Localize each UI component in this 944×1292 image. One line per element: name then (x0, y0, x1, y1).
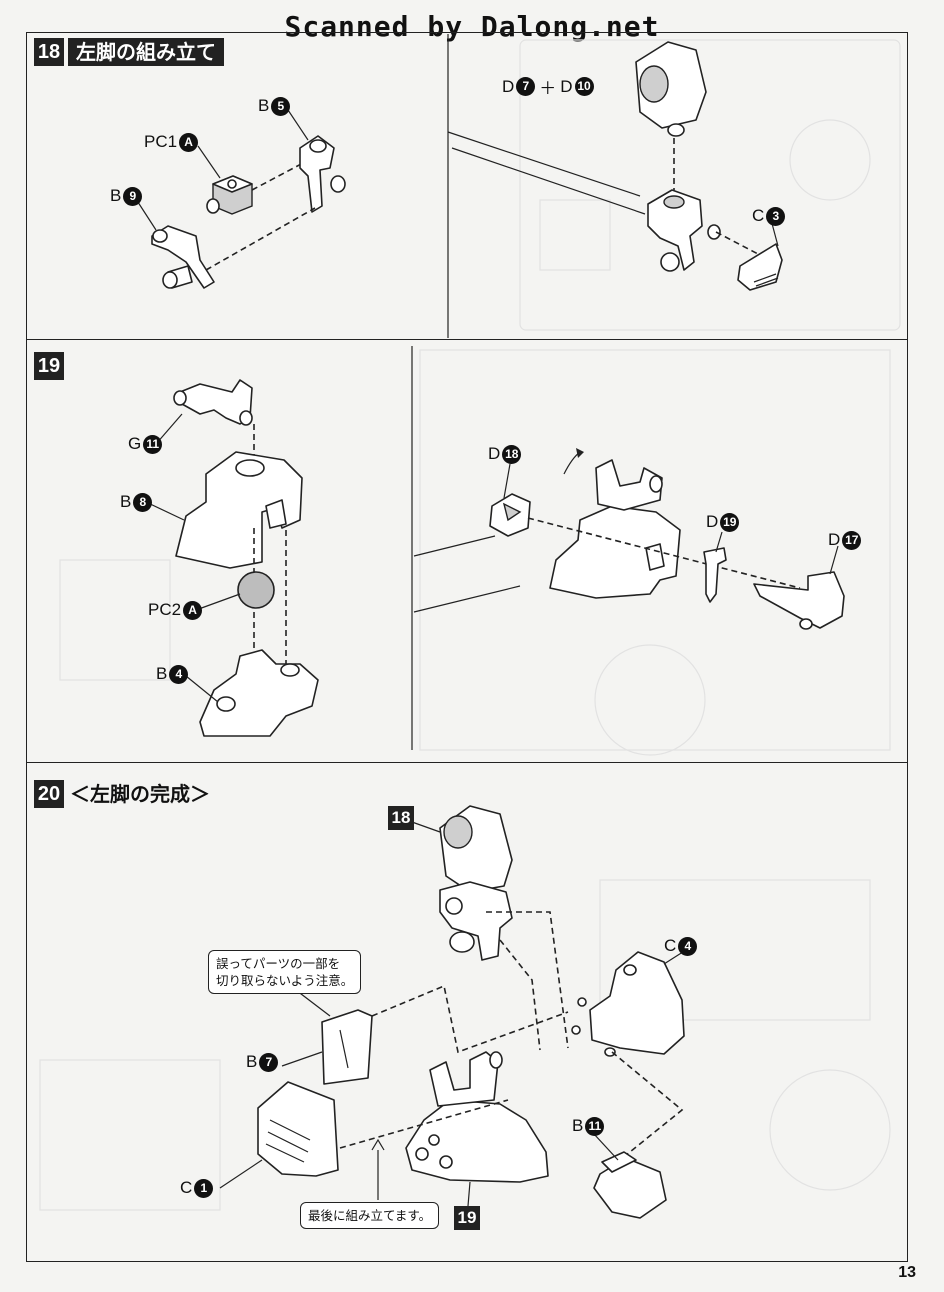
part-assembly-19 (405, 1051, 549, 1183)
caution-note-line-2: 切り取らないよう注意。 (216, 973, 354, 988)
caution-note-line-1: 誤ってパーツの一部を (216, 956, 341, 971)
part-pc1-a (206, 175, 253, 215)
step-19-number: 19 (34, 352, 64, 380)
part-number-badge: 19 (720, 512, 740, 532)
part-b7 (321, 1009, 373, 1085)
part-number-badge: 7 (259, 1052, 279, 1072)
part-d19 (703, 547, 727, 603)
part-pc2-a-ball (237, 571, 275, 609)
part-d7-d10 (635, 41, 707, 137)
part-number-badge: A (183, 600, 203, 620)
ref-step-19: 19 (454, 1206, 480, 1230)
part-19-foot-block (549, 459, 681, 599)
step-18-title: 左脚の組み立て (68, 38, 224, 66)
part-c3 (737, 243, 783, 291)
assemble-last-note: 最後に組み立てます。 (300, 1202, 440, 1229)
part-d18 (489, 493, 531, 537)
part-number-badge: 4 (678, 936, 698, 956)
step-20-title: ＜左脚の完成＞ (70, 782, 210, 806)
part-b8 (175, 451, 303, 569)
part-b9 (151, 225, 215, 289)
part-number-badge: 5 (271, 96, 291, 116)
part-number-badge: 18 (502, 444, 522, 464)
part-assembly-18 (439, 805, 513, 961)
bleed-through-background (39, 39, 901, 1211)
part-b5 (299, 135, 346, 213)
part-number-badge: 11 (585, 1116, 605, 1136)
part-g11 (173, 379, 253, 426)
part-b4 (199, 649, 319, 737)
part-number-badge: 11 (143, 434, 163, 454)
part-number-badge: 17 (842, 530, 862, 550)
part-b11 (593, 1151, 667, 1219)
part-number-badge: 7 (516, 77, 536, 96)
part-number-badge: A (179, 132, 199, 152)
step-20-number: 20 (34, 780, 64, 808)
step-18-number: 18 (34, 38, 64, 66)
watermark: Scanned by Dalong.net (284, 10, 660, 43)
part-number-badge: 10 (574, 77, 594, 96)
part-c1 (257, 1081, 339, 1177)
part-number-badge: 1 (194, 1178, 214, 1198)
part-c4 (571, 951, 685, 1057)
part-d17 (753, 571, 845, 630)
part-number-badge: 8 (133, 492, 153, 512)
part-number-badge: 4 (169, 664, 189, 684)
part-number-badge: 3 (766, 206, 786, 226)
step-20-panel (26, 762, 908, 1262)
part-18-joint (647, 189, 721, 272)
ref-step-18: 18 (388, 806, 414, 830)
caution-note: 誤ってパーツの一部を 切り取らないよう注意。 (208, 950, 362, 994)
page-number: 13 (898, 1264, 916, 1281)
part-number-badge: 9 (123, 186, 143, 206)
